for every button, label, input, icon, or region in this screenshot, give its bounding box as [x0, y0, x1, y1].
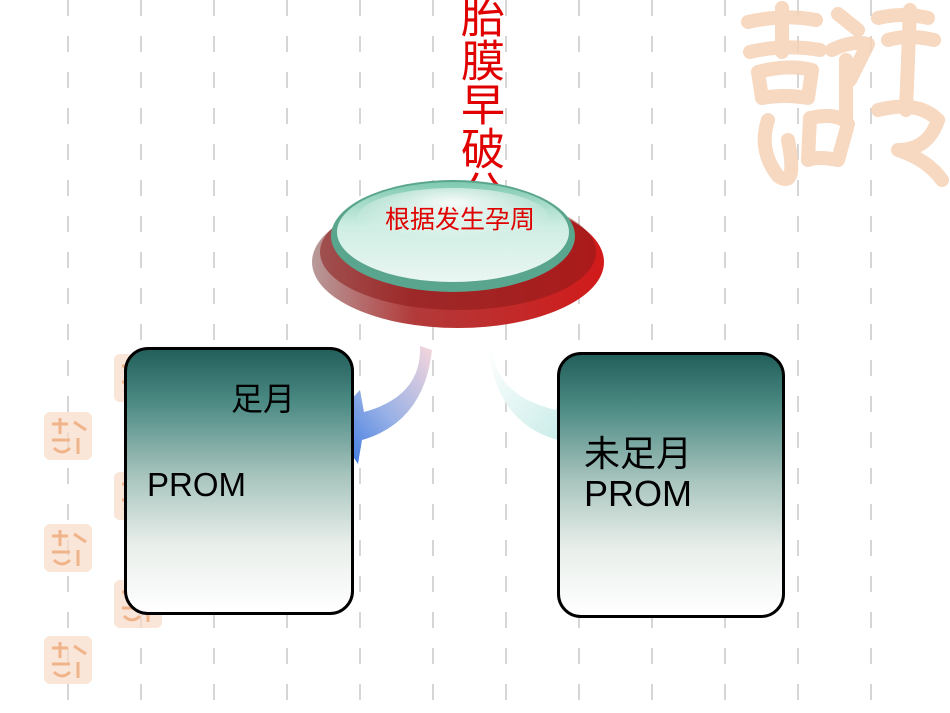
- slide-title-vertical: 胎膜早破分: [453, 0, 504, 184]
- prom-label: PROM: [584, 473, 692, 514]
- term-label: 足月: [231, 381, 296, 417]
- hub-shape: [312, 180, 604, 328]
- dashed-guide-line: [870, 0, 872, 713]
- calligraphy-stamp-decoration: [741, 1, 949, 187]
- dashed-guide-line: [359, 0, 361, 713]
- dashed-guide-line: [797, 0, 799, 713]
- arrow-left-icon: [330, 346, 432, 464]
- dashed-guide-line: [432, 0, 434, 713]
- seal-stamp-decoration: [44, 524, 92, 572]
- preterm-prom-box: 未足月 PROM: [557, 352, 785, 618]
- dashed-guide-line: [67, 0, 69, 713]
- seal-stamp-decoration: [44, 412, 92, 460]
- prom-label: PROM: [147, 466, 246, 503]
- seal-stamp-decoration: [44, 636, 92, 684]
- hub-label: 根据发生孕周: [384, 205, 535, 234]
- dashed-guide-line: [505, 0, 507, 713]
- term-prom-box: 足月 PROM: [124, 347, 354, 615]
- preterm-label: 未足月: [584, 433, 693, 474]
